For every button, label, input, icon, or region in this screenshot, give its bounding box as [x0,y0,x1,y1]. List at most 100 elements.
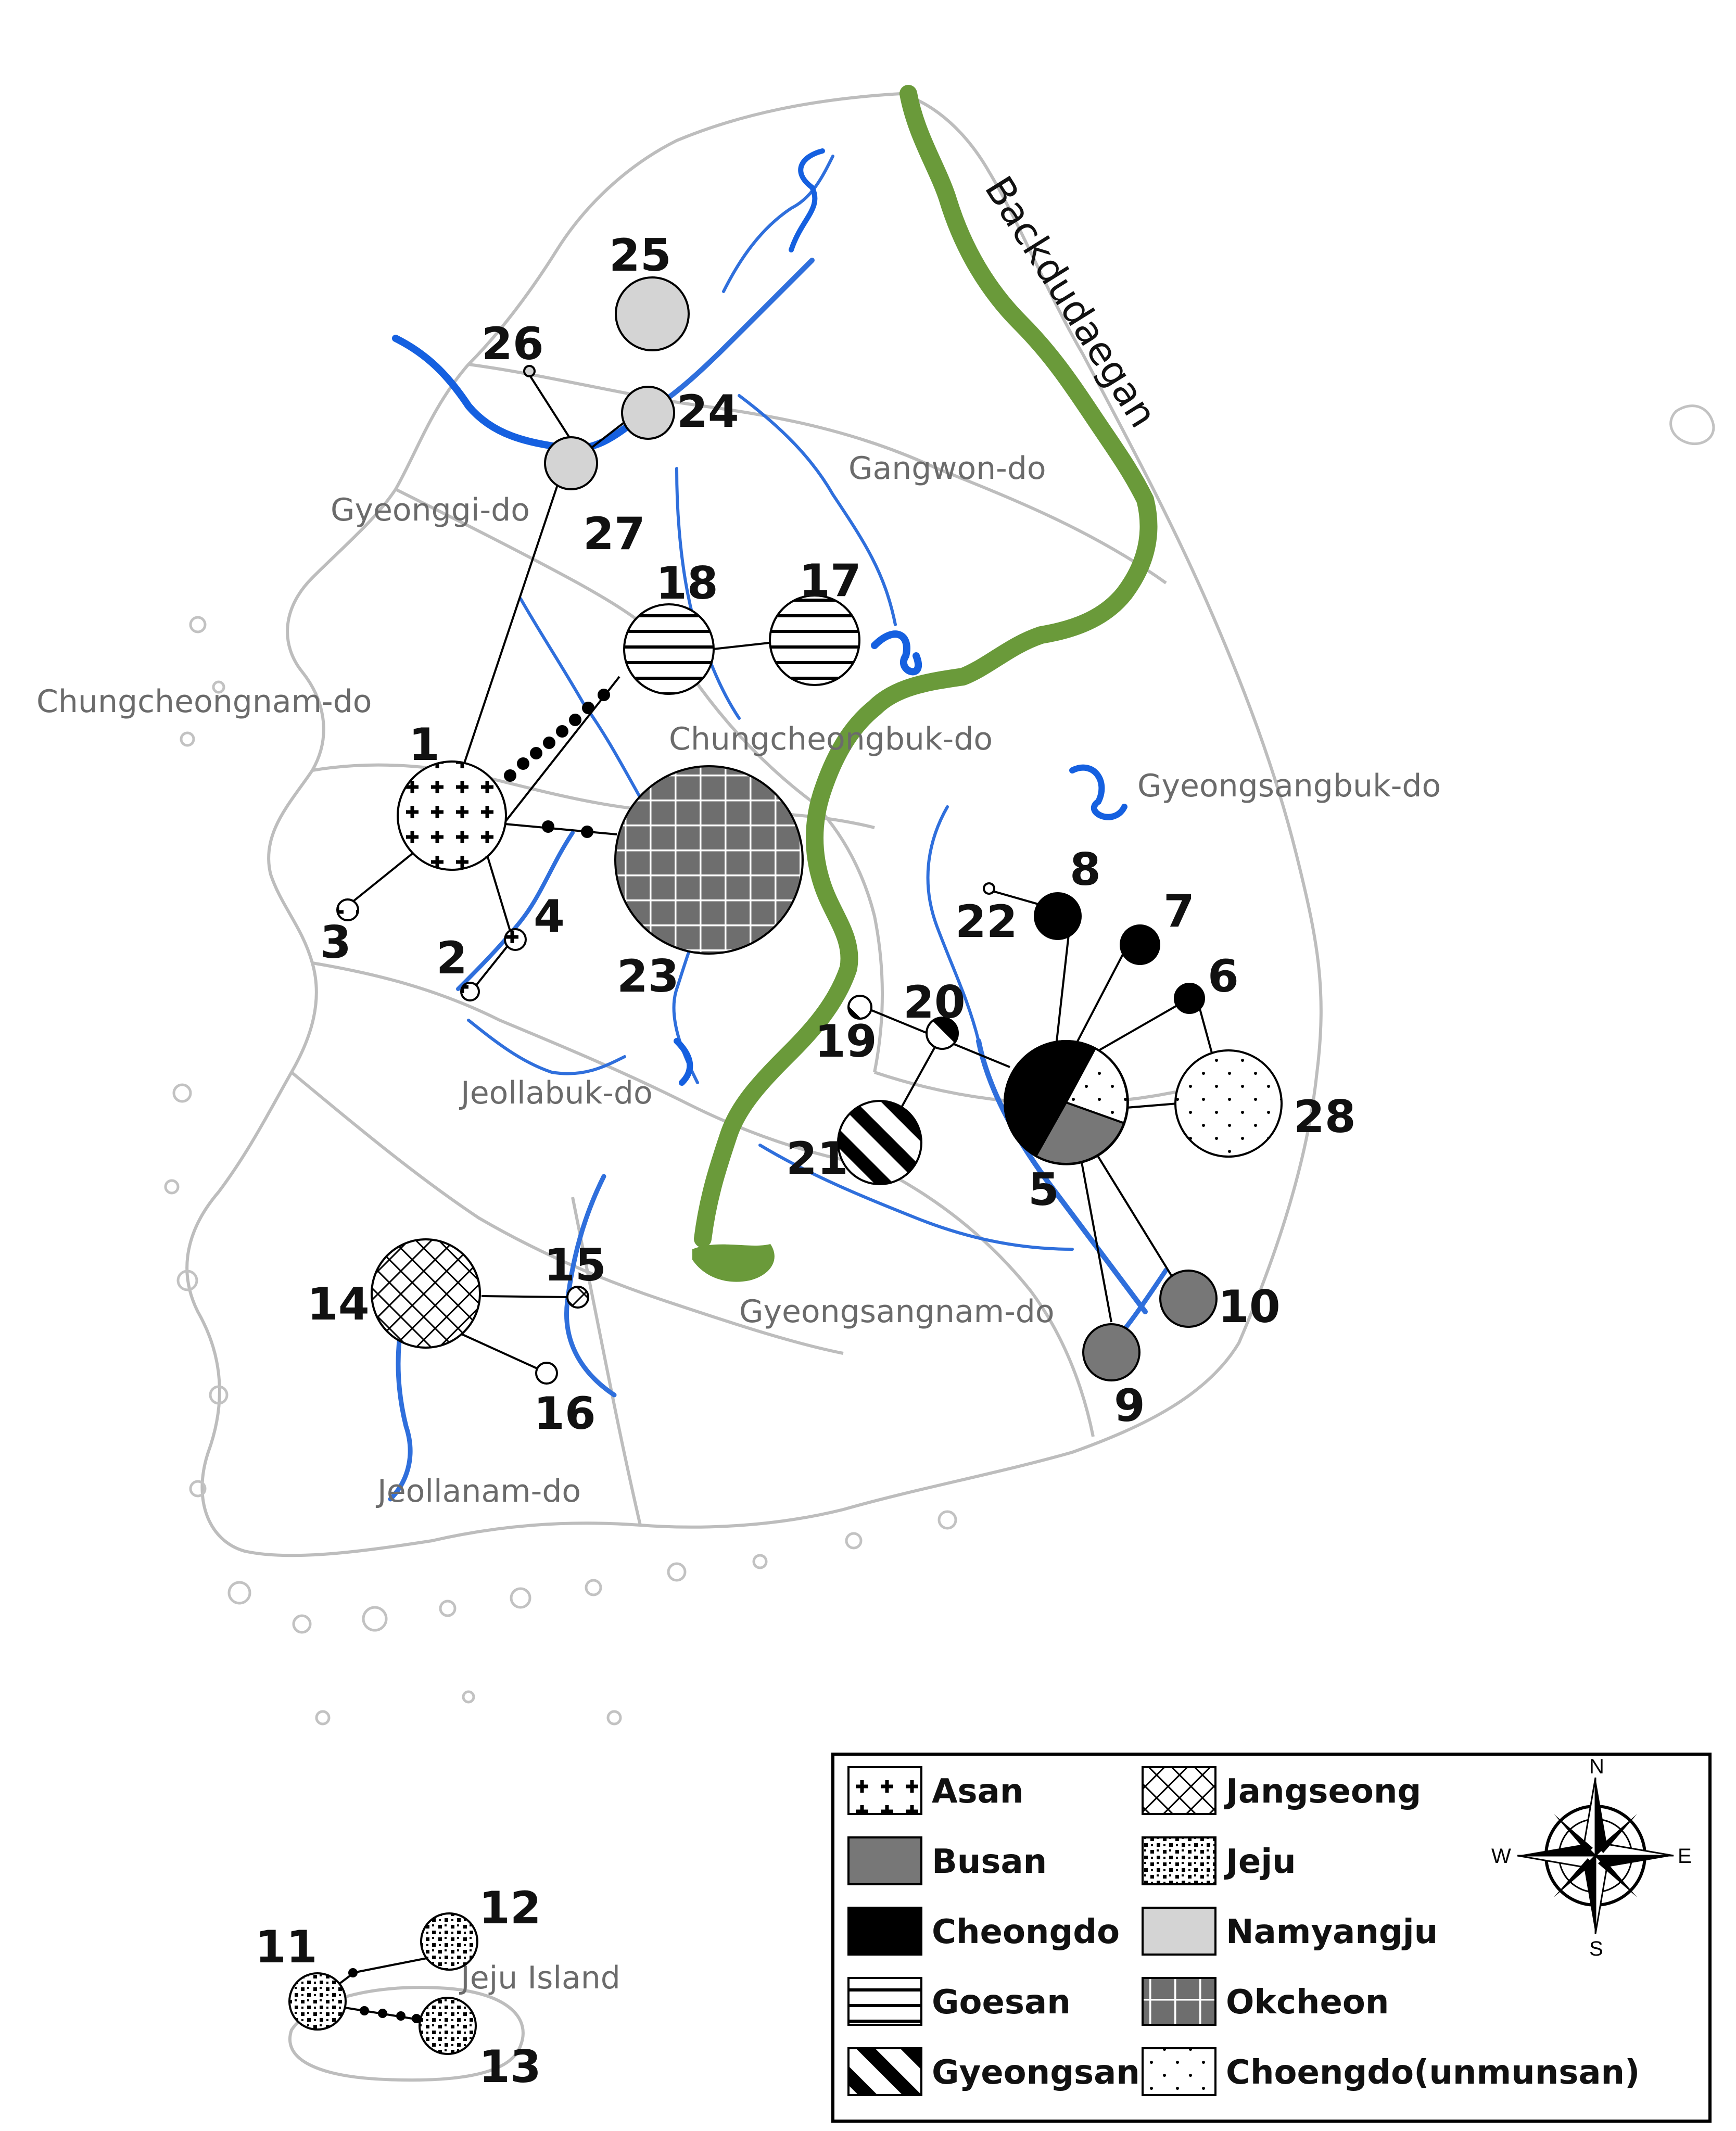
region-label-jeonbuk: Jeollabuk-do [459,1075,653,1111]
haplotype-label-16: 16 [534,1388,596,1440]
svg-text:N: N [1589,1755,1604,1778]
haplotype-label-10: 10 [1218,1281,1281,1333]
haplotype-label-12: 12 [479,1882,541,1934]
svg-text:Cheongdo: Cheongdo [932,1913,1120,1951]
haplotype-label-9: 9 [1114,1380,1145,1432]
haplotype-label-21: 21 [786,1133,848,1185]
mutation-dots [348,689,610,2023]
haplotype-label-6: 6 [1208,950,1239,1003]
haplotype-node-16 [535,1362,558,1385]
haplotype-node-3 [336,898,359,921]
haplotype-node-2 [460,982,480,1001]
haplotype-node-27 [544,436,598,490]
region-label-chungnam: Chungcheongnam-do [36,683,372,720]
haplotype-label-17: 17 [799,555,861,607]
region-label-gyeonggi: Gyeonggi-do [331,492,530,528]
haplotype-node-25 [615,276,690,351]
region-label-jeonnam: Jeollanam-do [375,1473,581,1510]
coastal-islands [164,404,1715,1726]
haplotype-label-8: 8 [1070,844,1101,896]
haplotype-node-19 [847,995,872,1020]
svg-text:Choengdo(unmunsan): Choengdo(unmunsan) [1226,2053,1640,2092]
haplotype-node-23 [614,765,804,955]
legend-item-namyangju: Namyangju [1142,1907,1438,1956]
svg-text:Goesan: Goesan [932,1983,1071,2022]
haplotype-label-3: 3 [320,917,351,969]
region-label-chungbuk: Chungcheongbuk-do [669,721,993,757]
legend-item-gyeongsan: Gyeongsan [847,2047,1140,2096]
haplotype-label-11: 11 [255,1921,318,1973]
haplotype-label-2: 2 [436,932,467,984]
haplotype-label-7: 7 [1163,885,1195,937]
legend-item-jangseong: Jangseong [1142,1766,1421,1815]
svg-text:Asan: Asan [932,1772,1023,1811]
network-edges [332,314,1214,2023]
haplotype-label-22: 22 [955,896,1018,948]
haplotype-node-13 [419,1997,477,2055]
haplotype-node-15 [566,1286,589,1309]
svg-text:E: E [1678,1845,1692,1868]
haplotype-label-25: 25 [609,230,671,282]
legend: Asan Busan Cheongdo Goesan Gyeongsan Jan… [831,1753,1712,2123]
haplotype-label-1: 1 [409,719,440,771]
haplotype-nodes [288,276,1283,2055]
jeju-island-outline [288,1986,525,2082]
haplotype-node-4 [504,928,527,951]
haplotype-label-13: 13 [479,2041,541,2093]
haplotype-node-14 [371,1238,481,1349]
ridge-spur [692,1244,775,1282]
haplotype-node-20 [926,1017,959,1050]
compass-rose-icon: N S E W [1491,1755,1692,1960]
svg-text:Jangseong: Jangseong [1224,1772,1421,1811]
haplotype-node-11 [288,1972,347,2031]
haplotype-label-4: 4 [534,891,565,943]
haplotype-label-19: 19 [815,1016,877,1068]
haplotype-label-15: 15 [544,1239,606,1291]
haplotype-node-5 [1004,1040,1129,1165]
haplotype-label-28: 28 [1294,1091,1356,1143]
region-label-gyeongnam: Gyeongsangnam-do [739,1293,1055,1330]
svg-text:W: W [1491,1845,1511,1868]
haplotype-node-17 [769,594,860,686]
svg-text:Busan: Busan [932,1843,1047,1881]
legend-item-asan: Asan [847,1766,1023,1815]
legend-item-busan: Busan [847,1836,1047,1885]
haplotype-node-10 [1159,1270,1218,1328]
haplotype-label-24: 24 [677,386,739,438]
peninsula-outline [185,92,1323,1557]
haplotype-label-18: 18 [656,557,718,610]
region-label-gyeongbuk: Gyeongsangbuk-do [1137,768,1441,804]
haplotype-label-23: 23 [617,950,679,1003]
haplotype-node-24 [621,386,675,440]
haplotype-node-1 [397,760,507,871]
haplotype-label-27: 27 [583,508,645,560]
haplotype-node-18 [623,603,715,695]
svg-text:Jeju: Jeju [1224,1843,1296,1881]
haplotype-node-28 [1174,1049,1283,1158]
haplotype-node-9 [1082,1323,1141,1381]
legend-item-okcheon: Okcheon [1142,1977,1389,2026]
legend-item-jeju: Jeju [1142,1836,1296,1885]
haplotype-node-8 [1034,892,1082,940]
haplotype-label-14: 14 [307,1278,370,1330]
island-label: Jeju Island [459,1960,620,1996]
svg-text:Namyangju: Namyangju [1226,1913,1438,1951]
haplotype-node-22 [983,882,995,895]
region-label-gangwon: Gangwon-do [848,450,1046,487]
legend-item-choengdo-unmunsan: Choengdo(unmunsan) [1142,2047,1640,2096]
haplotype-labels: 25 24 26 27 18 17 1 23 3 4 2 22 8 7 6 19… [255,230,1356,2093]
haplotype-label-20: 20 [903,976,966,1029]
haplotype-node-7 [1120,924,1160,965]
haplotype-node-12 [420,1912,478,1971]
haplotype-label-26: 26 [481,318,544,370]
svg-text:Gyeongsan: Gyeongsan [932,2053,1140,2092]
haplotype-node-26 [523,365,536,377]
legend-item-cheongdo: Cheongdo [847,1907,1120,1956]
rivers [388,148,1169,1502]
baekdudaegan-ridge [694,85,1158,1248]
haplotype-label-5: 5 [1028,1164,1059,1216]
svg-text:Okcheon: Okcheon [1226,1983,1389,2022]
haplotype-node-6 [1174,983,1205,1014]
legend-item-goesan: Goesan [847,1977,1071,2026]
